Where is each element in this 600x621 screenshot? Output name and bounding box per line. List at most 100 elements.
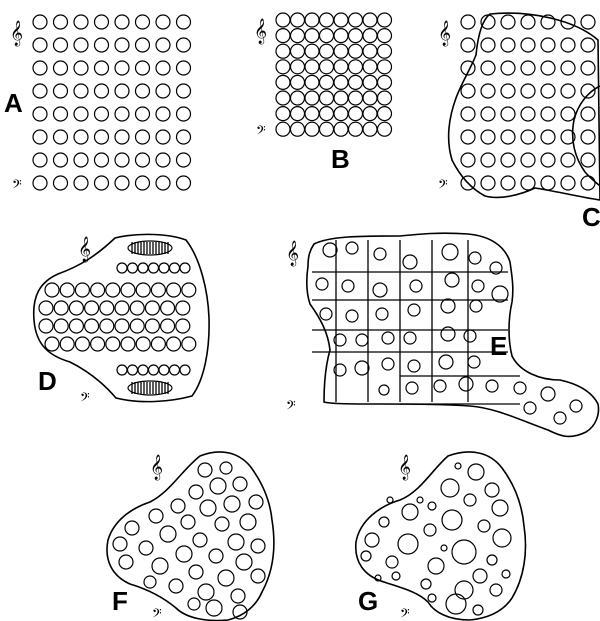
hole bbox=[334, 60, 348, 74]
hole bbox=[106, 283, 120, 297]
hole bbox=[291, 29, 305, 43]
hole bbox=[378, 13, 392, 27]
hole bbox=[320, 75, 334, 89]
hole bbox=[501, 107, 515, 121]
hole bbox=[156, 176, 170, 190]
hole bbox=[69, 301, 83, 315]
hole bbox=[156, 130, 170, 144]
hole bbox=[501, 15, 515, 29]
panel-g: 𝄞 𝄢 G bbox=[356, 452, 526, 621]
hole bbox=[151, 337, 165, 351]
hole bbox=[320, 13, 334, 27]
hole bbox=[481, 38, 495, 52]
hole bbox=[570, 400, 582, 412]
hole bbox=[156, 61, 170, 75]
hole bbox=[171, 499, 185, 513]
hole bbox=[363, 107, 377, 121]
hole bbox=[421, 579, 431, 589]
hole bbox=[136, 337, 150, 351]
panel-c: 𝄞 𝄢 C bbox=[438, 13, 600, 232]
hole bbox=[228, 534, 244, 550]
hole bbox=[33, 61, 47, 75]
hole bbox=[74, 107, 88, 121]
bass-clef-icon: 𝄢 bbox=[256, 123, 266, 141]
hole bbox=[521, 84, 535, 98]
hole bbox=[441, 479, 459, 497]
hole bbox=[402, 504, 418, 520]
hole bbox=[541, 61, 555, 75]
hole bbox=[305, 107, 319, 121]
hole bbox=[33, 38, 47, 52]
bass-clef-icon: 𝄢 bbox=[286, 398, 296, 416]
hole bbox=[501, 153, 515, 167]
treble-clef-icon: 𝄞 bbox=[254, 18, 267, 44]
hole bbox=[521, 38, 535, 52]
hole bbox=[180, 263, 190, 273]
hole bbox=[365, 533, 379, 547]
hole bbox=[470, 300, 482, 312]
hole bbox=[177, 153, 191, 167]
hole bbox=[408, 304, 420, 316]
hole bbox=[215, 517, 229, 531]
hole bbox=[136, 176, 150, 190]
treble-clef-icon: 𝄞 bbox=[150, 454, 163, 480]
hole bbox=[115, 176, 129, 190]
hole bbox=[349, 122, 363, 136]
hole bbox=[334, 44, 348, 58]
panel-b: 𝄞 𝄢 B bbox=[254, 13, 392, 174]
hole bbox=[169, 579, 183, 593]
hole bbox=[45, 337, 59, 351]
hole bbox=[349, 75, 363, 89]
hole bbox=[176, 319, 190, 333]
hole bbox=[33, 130, 47, 144]
hole bbox=[74, 153, 88, 167]
panel-e-holes bbox=[316, 242, 582, 424]
hole bbox=[115, 301, 129, 315]
hole bbox=[224, 496, 240, 512]
hole bbox=[481, 84, 495, 98]
hole bbox=[473, 569, 487, 583]
hole bbox=[320, 29, 334, 43]
hole bbox=[521, 153, 535, 167]
panel-d-hole-grid bbox=[39, 263, 196, 375]
hole bbox=[177, 84, 191, 98]
hole bbox=[541, 387, 555, 401]
hole bbox=[159, 365, 169, 375]
hole bbox=[74, 15, 88, 29]
hole bbox=[481, 130, 495, 144]
treble-clef-icon: 𝄞 bbox=[438, 20, 451, 46]
hole bbox=[481, 153, 495, 167]
hole bbox=[501, 176, 515, 190]
hole bbox=[115, 84, 129, 98]
hole bbox=[291, 13, 305, 27]
hole bbox=[459, 377, 473, 391]
hole bbox=[346, 310, 358, 322]
hole bbox=[128, 263, 138, 273]
hole bbox=[428, 594, 436, 602]
hole bbox=[177, 15, 191, 29]
hole bbox=[156, 107, 170, 121]
hole bbox=[177, 61, 191, 75]
hole bbox=[363, 122, 377, 136]
hole bbox=[464, 494, 476, 506]
hole bbox=[198, 584, 214, 600]
hole bbox=[406, 382, 418, 394]
hole bbox=[376, 308, 388, 320]
hole bbox=[305, 91, 319, 105]
hole bbox=[452, 540, 476, 564]
hole bbox=[378, 29, 392, 43]
hole bbox=[486, 380, 498, 392]
hole bbox=[161, 319, 175, 333]
hole bbox=[561, 61, 575, 75]
hole bbox=[428, 558, 444, 574]
hole bbox=[75, 283, 89, 297]
hole bbox=[441, 327, 455, 341]
hole bbox=[442, 244, 458, 260]
hole bbox=[33, 176, 47, 190]
hole bbox=[541, 38, 555, 52]
hole bbox=[464, 330, 476, 342]
hole bbox=[85, 319, 99, 333]
hole bbox=[581, 15, 595, 29]
hole bbox=[115, 153, 129, 167]
hole bbox=[382, 358, 394, 370]
